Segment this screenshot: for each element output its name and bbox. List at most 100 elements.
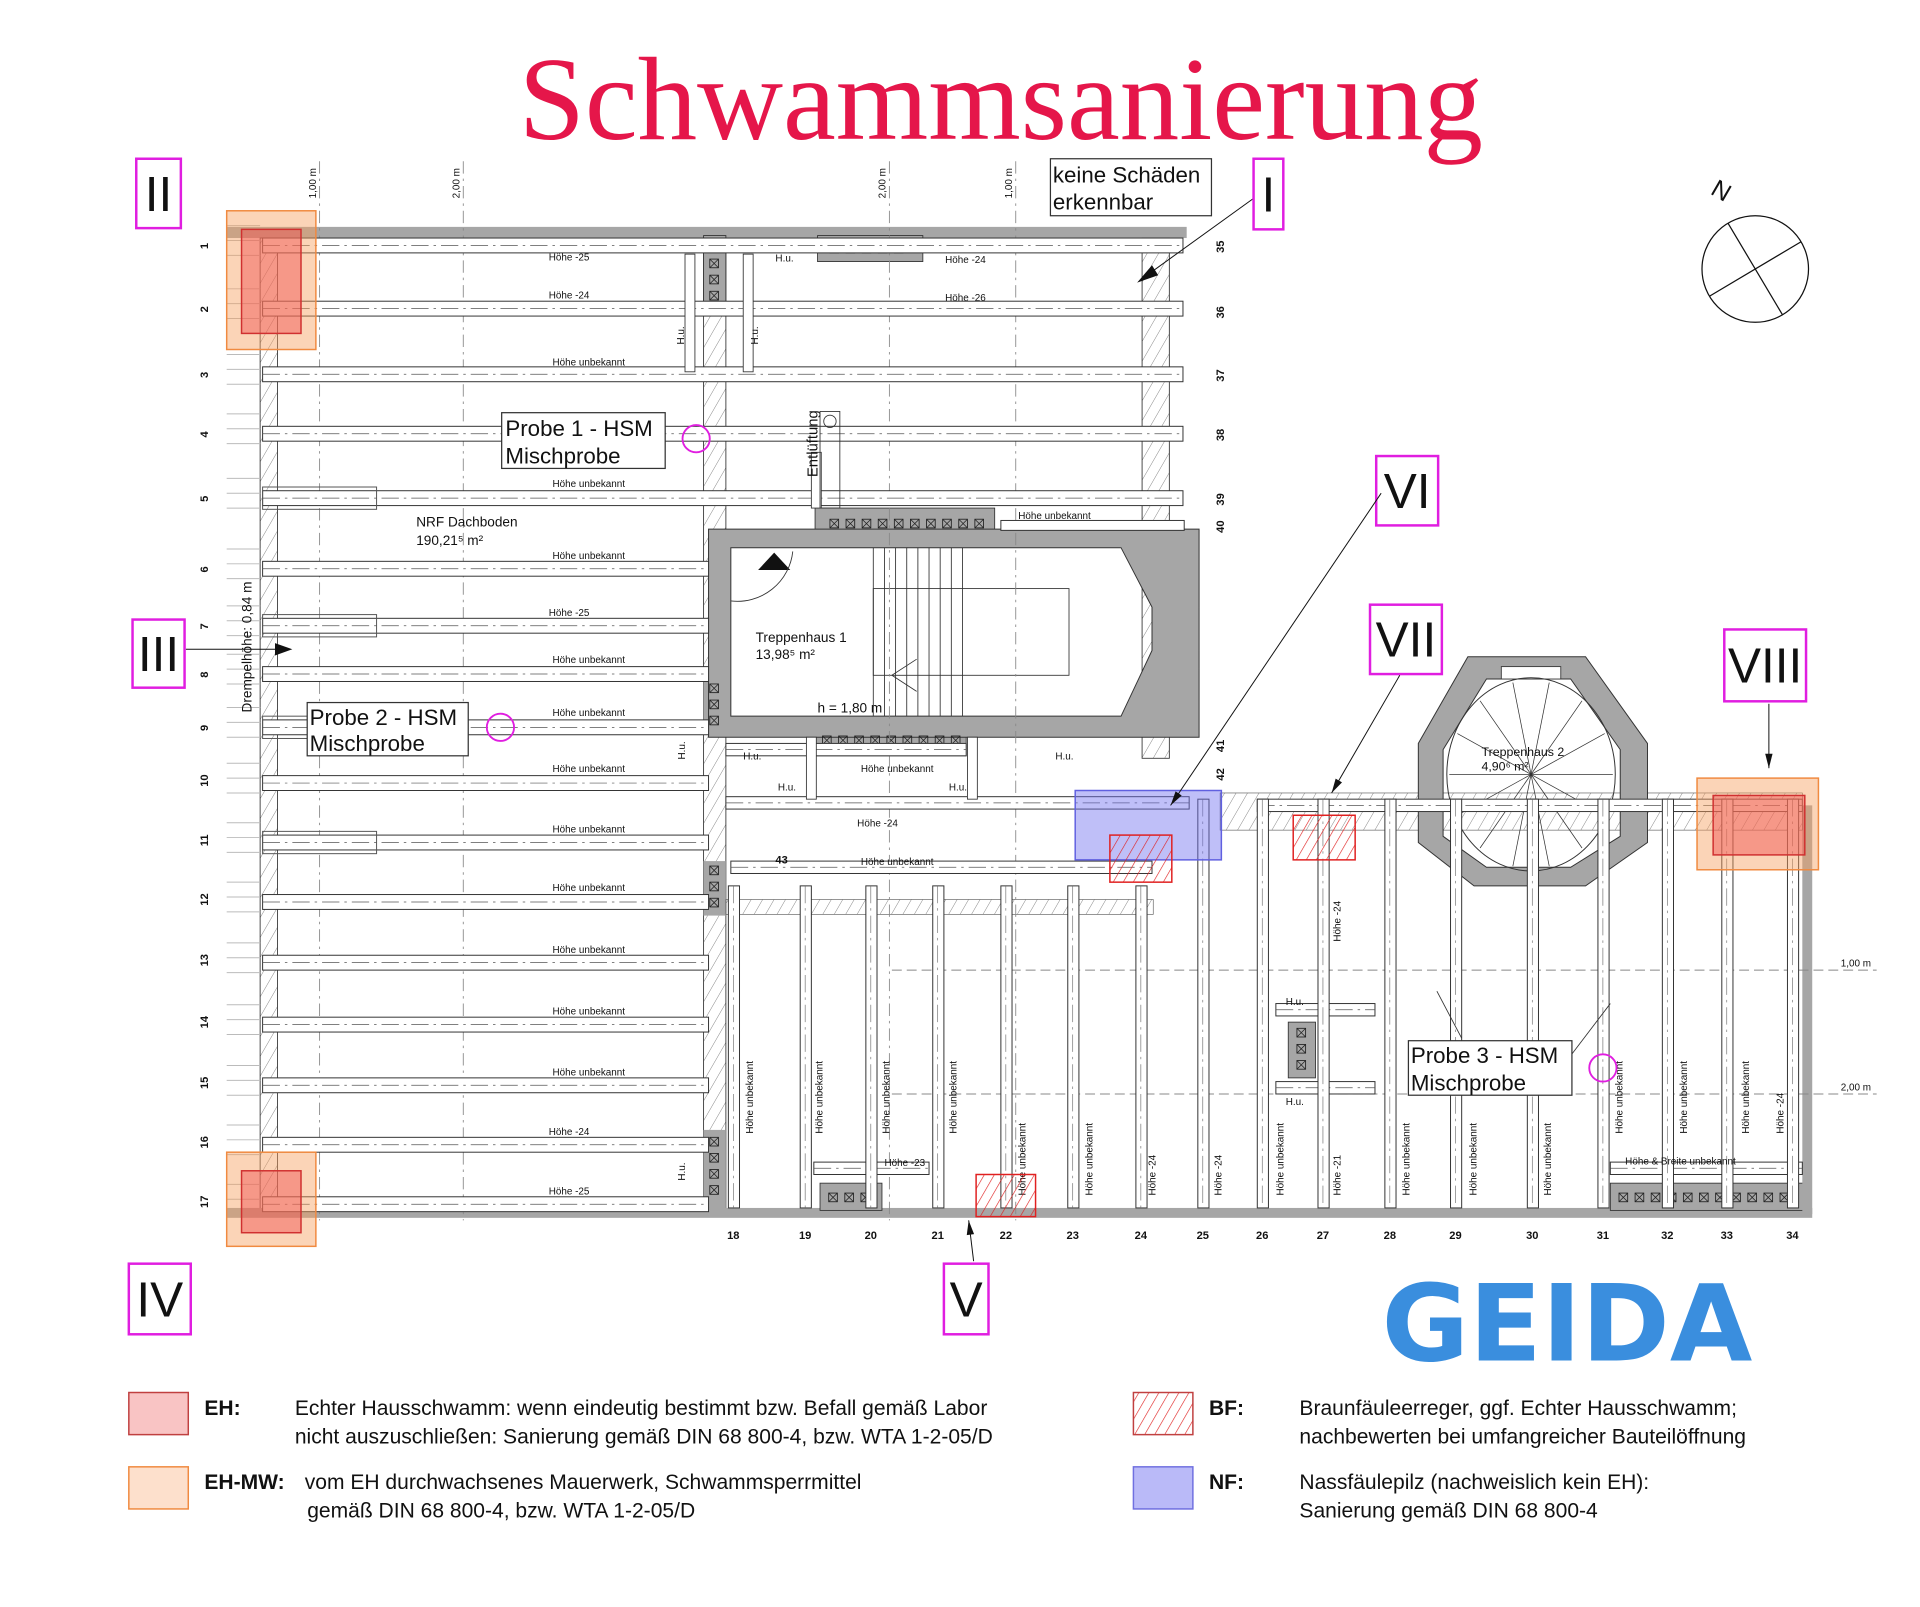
marker-label: V [950,1272,983,1327]
column-label: Höhe -24 [1148,1154,1159,1195]
row-number: 13 [199,954,211,966]
zone-bf [975,1173,1037,1218]
probe-title: Probe 2 - HSM [310,705,457,730]
row-number: 15 [199,1077,211,1089]
beam-label: 43 [775,855,787,867]
column-label: Höhe unbekannt [815,1061,826,1134]
attic-label: NRF Dachboden [416,515,517,530]
beam-label: Höhe unbekannt [552,764,625,775]
column-label: Höhe unbekannt [1402,1123,1413,1196]
beam-label: Höhe -24 [549,1127,590,1138]
beam-label: Höhe -24 [857,818,898,829]
rafter [727,885,741,1209]
hu-label: H.u. [677,741,688,759]
hu-label: H.u. [750,326,761,344]
hu-label: H.u. [1286,997,1304,1008]
beam-label: Höhe -24 [549,291,590,302]
legend-key: EH-MW: [204,1471,284,1494]
column-number: 28 [1384,1230,1396,1242]
row-number: 1 [199,243,211,249]
legend: EH: Echter Hausschwamm: wenn eindeutig b… [128,1391,1746,1523]
marker-viii: VIII [1723,628,1808,703]
zone-bf [1109,834,1173,883]
hu-label: H.u. [743,752,761,763]
row-number: 36 [1215,306,1227,318]
probe-1: Probe 1 - HSM Mischprobe [501,412,711,470]
dimension-label: 1,00 m [1841,958,1871,969]
row-number: 40 [1215,520,1227,532]
hu-label: H.u. [677,1163,688,1181]
beam-label: Höhe -25 [549,608,590,619]
column-label: Höhe -21 [1332,1154,1343,1195]
column-label: Höhe unbekannt [1085,1123,1096,1196]
stair1-area: 13,98⁵ m² [756,647,816,662]
hu-label: H.u. [1286,1097,1304,1108]
rafter [1786,798,1800,1209]
column-number: 34 [1786,1230,1799,1242]
probe-title: Probe 3 - HSM [1411,1043,1558,1068]
column-label: Höhe unbekannt [1543,1123,1554,1196]
note-line: erkennbar [1053,190,1154,215]
row-number: 3 [199,372,211,378]
column-number: 22 [1000,1230,1012,1242]
sample-location-icon [1588,1053,1618,1083]
rafter [865,885,878,1209]
beam-label: Höhe -25 [549,1186,590,1197]
column-number: 24 [1135,1230,1148,1242]
column-label: Höhe unbekannt [948,1061,959,1134]
zone-eh [1712,794,1806,856]
beam-label: Höhe unbekannt [552,708,625,719]
sample-location-icon [485,712,515,742]
row-number: 10 [199,774,211,786]
beam-label: Höhe -26 [945,293,986,304]
geida-logo: GEIDA [1382,1262,1753,1386]
column-label: Höhe unbekannt [1615,1061,1626,1134]
marker-iv: IV [127,1262,193,1336]
probe-type: Mischprobe [505,443,620,468]
column-number: 23 [1067,1230,1079,1242]
column-number: 20 [865,1230,877,1242]
beam-label: Höhe unbekannt [861,764,934,775]
marker-i: I [1252,157,1285,231]
column-number: 33 [1721,1230,1733,1242]
marker-iii: III [131,618,186,689]
beam-label: Höhe -25 [549,252,590,263]
zone-eh [240,228,302,335]
row-number: 4 [199,430,211,437]
attic-area: 190,21⁵ m² [416,533,483,548]
column-number: 18 [727,1230,739,1242]
dimension-label: 2,00 m [1841,1082,1871,1093]
row-number: 41 [1215,740,1227,752]
row-number: 38 [1215,429,1227,441]
beam-label: Höhe unbekannt [552,1067,625,1078]
note-no-damage: keine Schäden erkennbar [1049,158,1254,283]
legend-key: BF: [1209,1397,1244,1420]
beam-label: Höhe unbekannt [552,883,625,894]
marker-label: IV [136,1272,183,1327]
rafter [1256,798,1269,1209]
legend-swatch-nf [1132,1466,1194,1510]
row-number: 9 [199,725,211,731]
column-number: 30 [1526,1230,1538,1242]
column-label: Höhe unbekannt [1741,1061,1752,1134]
note-line: keine Schäden [1053,162,1200,187]
legend-text: Nassfäulepilz (nachweislich kein EH): [1299,1471,1649,1494]
rafter [1135,885,1148,1209]
legend-text: Sanierung gemäß DIN 68 800-4 [1299,1500,1598,1523]
page-title: Schwammsanierung [519,33,1483,165]
hu-label: H.u. [949,782,967,793]
beam-label: Höhe unbekannt [552,655,625,666]
zone-bf [1292,814,1356,861]
row-number: 39 [1215,493,1227,505]
row-number: 12 [199,893,211,905]
beam-label: Höhe unbekannt [552,825,625,836]
column-number: 21 [932,1230,944,1242]
legend-text: nachbewerten bei umfangreicher Bauteilöf… [1299,1425,1746,1448]
column-label: Höhe -24 [1776,1092,1787,1133]
damage-zones [225,210,1820,1248]
column-number: 26 [1256,1230,1268,1242]
stair2-area: 4,90⁶ m² [1481,760,1528,774]
dimension-label: 1,00 m [308,168,319,198]
